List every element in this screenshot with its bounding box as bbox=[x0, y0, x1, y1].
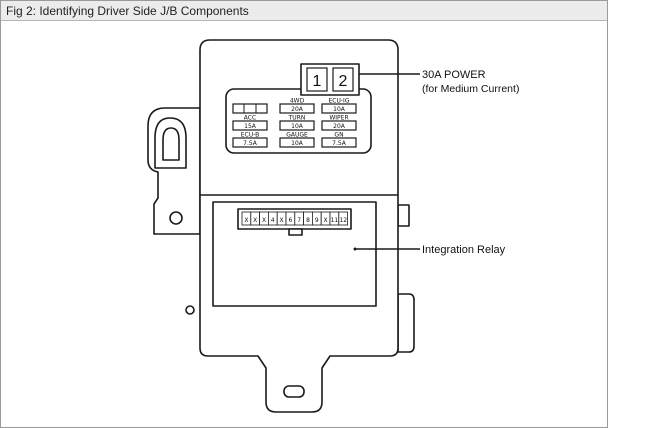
fuse-name-label: ECU-IG bbox=[329, 98, 350, 105]
connector-latch bbox=[288, 228, 303, 236]
fuse-name-label: GAUGE bbox=[286, 132, 308, 139]
connector-pin-label: 12 bbox=[339, 217, 347, 224]
fuse-name-label: WIPER bbox=[329, 115, 348, 122]
fuse-rating-label: 15A bbox=[244, 123, 257, 130]
power-fuse-2[interactable] bbox=[332, 67, 354, 92]
clip-inner bbox=[162, 127, 180, 161]
fuse-name-label: ECU-B bbox=[241, 132, 259, 139]
fuse-rating-label: 10A bbox=[291, 140, 304, 147]
figure-caption: Fig 2: Identifying Driver Side J/B Compo… bbox=[6, 4, 249, 18]
relay-leader-dot bbox=[353, 247, 357, 251]
connector-pin-label: 9 bbox=[315, 217, 319, 224]
relay-label: Integration Relay bbox=[422, 244, 506, 256]
fuse-name-label: GN bbox=[334, 132, 343, 139]
fuse-slot[interactable] bbox=[321, 137, 357, 148]
power-fuse-1-label: 1 bbox=[313, 73, 322, 90]
fuse-name-label: ACC bbox=[244, 115, 256, 122]
caption-bar: Fig 2: Identifying Driver Side J/B Compo… bbox=[1, 1, 607, 21]
fuse-rating-label: 10A bbox=[333, 106, 346, 113]
fuse-slot[interactable] bbox=[232, 103, 268, 114]
empty-fuse-divider bbox=[243, 104, 257, 113]
connector-pin-label: 6 bbox=[288, 217, 292, 224]
connector-pin-cell bbox=[338, 211, 348, 226]
fuse-rating-label: 10A bbox=[291, 123, 304, 130]
fuse-slot[interactable] bbox=[232, 137, 268, 148]
connector-pin-label: 7 bbox=[297, 217, 301, 224]
connector-pin-label: X bbox=[253, 217, 257, 224]
power-fuse-2-label: 2 bbox=[339, 73, 348, 90]
fuse-slot[interactable] bbox=[279, 103, 315, 114]
right-tab-upper bbox=[397, 204, 410, 227]
fuse-slot[interactable] bbox=[321, 103, 357, 114]
power-sublabel: (for Medium Current) bbox=[422, 83, 519, 95]
connector-pin-label: X bbox=[262, 217, 266, 224]
fuse-grid: 4WD20AECU-IG10AACC15ATURN10AWIPER20AECU-… bbox=[232, 98, 357, 148]
fuse-name-label: 4WD bbox=[290, 98, 305, 105]
fuse-rating-label: 7.5A bbox=[332, 140, 347, 147]
fuse-rating-label: 20A bbox=[291, 106, 304, 113]
connector-pin-label: 8 bbox=[306, 217, 310, 224]
bracket-hole-icon bbox=[169, 211, 183, 225]
fuse-slot[interactable] bbox=[279, 120, 315, 131]
fuse-rating-label: 20A bbox=[333, 123, 346, 130]
fuse-slot[interactable] bbox=[232, 120, 268, 131]
connector-pin-label: 11 bbox=[331, 217, 339, 224]
connector-pin-label: X bbox=[280, 217, 284, 224]
power-label: 30A POWER bbox=[422, 69, 486, 81]
connector-pin-label: 4 bbox=[271, 217, 275, 224]
housing-screw-icon bbox=[185, 305, 195, 315]
connector-pin-label: X bbox=[324, 217, 328, 224]
power-fuse-1[interactable] bbox=[306, 67, 328, 92]
bottom-tab-slot bbox=[283, 385, 305, 398]
fuse-slot[interactable] bbox=[321, 120, 357, 131]
right-tab-lower bbox=[397, 293, 415, 353]
fuse-name-label: TURN bbox=[288, 115, 306, 122]
fuse-slot[interactable] bbox=[279, 137, 315, 148]
connector-pin-label: X bbox=[244, 217, 248, 224]
fuse-rating-label: 7.5A bbox=[243, 140, 258, 147]
